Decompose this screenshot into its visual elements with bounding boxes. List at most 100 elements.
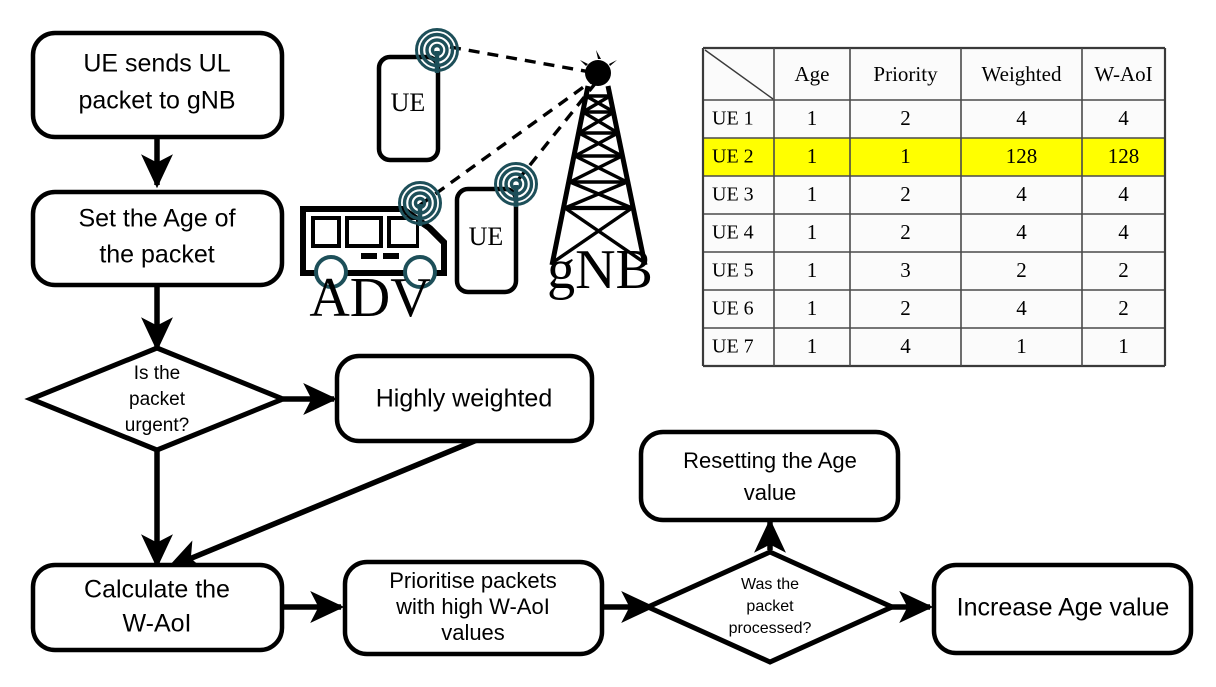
table-cell-r2-c1: 1 [807, 144, 818, 168]
bus-trim-1 [361, 253, 377, 259]
cell-tower-icon [549, 50, 648, 266]
node-is-urgent-line-2: packet [129, 389, 186, 410]
tower-antenna [585, 60, 611, 86]
signal-waves-icon-adv [398, 181, 442, 226]
node-ue-sends-shape [30, 30, 285, 140]
smartphone-icon-top: UE [376, 54, 441, 163]
table-cell-r2-c4: 128 [1108, 144, 1140, 168]
table-cell-r4-c1: 1 [807, 220, 818, 244]
ue-top-label: UE [391, 88, 426, 117]
node-increase-age[interactable]: Increase Age value [931, 562, 1194, 656]
node-highly-weighted-shape [334, 353, 595, 444]
ue-top-body [376, 54, 441, 163]
bus-trim-2 [383, 253, 399, 259]
node-resetting-age-shape [638, 429, 901, 523]
table-row-header-7: UE 7 [712, 336, 754, 358]
table-cell-r6-c4: 2 [1118, 296, 1129, 320]
table-column-header-3: Weighted [982, 62, 1062, 86]
table-row-header-1: UE 1 [712, 108, 754, 130]
tower-leg-right [605, 85, 648, 266]
table-row-header-3: UE 3 [712, 184, 754, 206]
table-cell-r6-c2: 2 [900, 296, 911, 320]
table-cell-r5-c2: 3 [900, 258, 911, 282]
bus-glass-2 [349, 220, 379, 244]
table-cell-r3-c3: 4 [1016, 182, 1027, 206]
table-corner-diagonal [704, 49, 774, 100]
table-cell-r2-c2: 1 [900, 144, 911, 168]
flow-connectors [141, 137, 934, 623]
table-cell-r3-c4: 4 [1118, 182, 1129, 206]
table-cell-r4-c3: 4 [1016, 220, 1027, 244]
node-ue-sends[interactable]: UE sends UL packet to gNB [30, 30, 285, 140]
node-set-age-shape [30, 189, 285, 288]
node-resetting-age[interactable]: Resetting the Age value [638, 429, 901, 523]
table-cell-r4-c2: 2 [900, 220, 911, 244]
table-cell-r5-c4: 2 [1118, 258, 1129, 282]
table-cell-r7-c4: 1 [1118, 334, 1129, 358]
node-was-processed-line-2: packet [746, 598, 794, 615]
table-cell-r7-c2: 4 [900, 334, 911, 358]
bus-wheel-rear [314, 255, 348, 289]
node-was-processed-line-3: processed? [729, 620, 812, 637]
node-resetting-age-line-2: value [744, 480, 797, 505]
node-is-urgent-line-3: urgent? [125, 415, 189, 436]
table-cell-r7-c1: 1 [807, 334, 818, 358]
table-column-header-4: W-AoI [1094, 62, 1152, 86]
node-is-urgent[interactable]: Is the packet urgent? [24, 345, 290, 453]
node-highly-weighted-label: Highly weighted [376, 385, 553, 413]
node-calculate-waoi-shape [30, 562, 285, 653]
link-ue-bottom-to-gnb [516, 78, 600, 182]
node-is-urgent-shape [24, 345, 290, 453]
bus-glass-1 [315, 220, 337, 244]
table-row-header-6: UE 6 [712, 298, 754, 320]
table-cell-r6-c1: 1 [807, 296, 818, 320]
link-ue-top-to-gnb [449, 45, 597, 75]
node-increase-age-label: Increase Age value [957, 594, 1170, 622]
node-prioritise-line-3: values [441, 620, 505, 645]
bus-wheel-front [403, 255, 437, 289]
node-set-age[interactable]: Set the Age of the packet [30, 189, 285, 288]
node-set-age-line-2: the packet [99, 241, 214, 269]
table-row-highlight [703, 138, 1165, 176]
table-cell-r1-c1: 1 [807, 106, 818, 130]
node-highly-weighted[interactable]: Highly weighted [334, 353, 595, 444]
node-prioritise-line-2: with high W-AoI [395, 594, 550, 619]
table-column-header-1: Age [795, 62, 830, 86]
signal-waves-icon-top [415, 28, 459, 73]
node-calculate-waoi[interactable]: Calculate the W-AoI [30, 562, 285, 653]
node-ue-sends-line-1: UE sends UL [83, 50, 230, 78]
table-row-header-5: UE 5 [712, 260, 754, 282]
table-row-header-2: UE 2 [712, 146, 754, 168]
table-background [703, 48, 1165, 366]
table-cell-r5-c1: 1 [807, 258, 818, 282]
node-ue-sends-line-2: packet to gNB [78, 87, 235, 115]
node-prioritise-line-1: Prioritise packets [389, 568, 557, 593]
node-was-processed-line-1: Was the [741, 576, 799, 593]
ue-bottom-body [454, 186, 519, 295]
node-was-processed[interactable]: Was the packet processed? [641, 549, 899, 665]
ue-bottom-label: UE [469, 222, 504, 251]
node-calculate-waoi-line-1: Calculate the [84, 576, 230, 604]
table-row-header-4: UE 4 [712, 222, 754, 244]
table-cell-r7-c3: 1 [1016, 334, 1027, 358]
node-increase-age-shape [931, 562, 1194, 656]
node-prioritise[interactable]: Prioritise packets with high W-AoI value… [342, 559, 605, 657]
node-set-age-line-1: Set the Age of [78, 205, 235, 233]
arrow-highly-weighted-to-calculate [166, 437, 479, 570]
link-adv-to-gnb [419, 76, 597, 207]
table-column-header-2: Priority [873, 62, 938, 86]
node-calculate-waoi-line-2: W-AoI [123, 610, 192, 638]
table-cell-r1-c3: 4 [1016, 106, 1027, 130]
table-cell-r4-c4: 4 [1118, 220, 1129, 244]
tower-bracing [551, 94, 646, 265]
table-cell-r3-c2: 2 [900, 182, 911, 206]
tower-leg-left [549, 85, 591, 266]
table-gridlines [701, 46, 1167, 368]
node-prioritise-shape [342, 559, 605, 657]
table-cell-r1-c2: 2 [900, 106, 911, 130]
tower-antenna-spikes [580, 50, 617, 66]
